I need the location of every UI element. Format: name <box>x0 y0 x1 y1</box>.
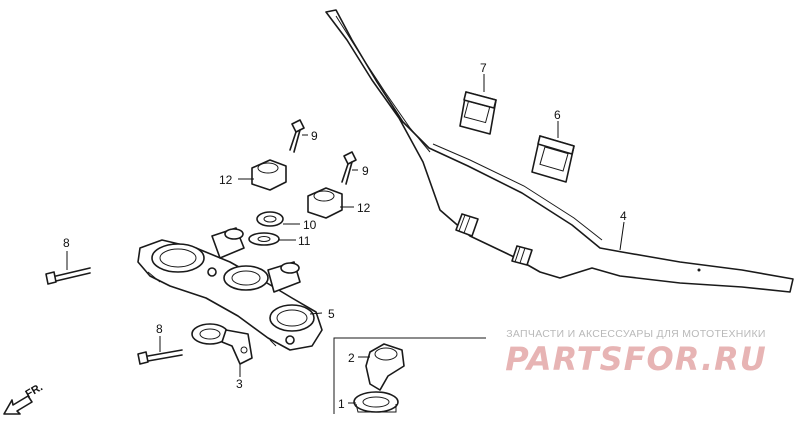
callout-11: 11 <box>298 234 311 248</box>
bolt-9-lower-part[interactable] <box>341 151 357 185</box>
callout-5: 5 <box>328 307 335 321</box>
callout-10: 10 <box>303 218 317 232</box>
label-6-part[interactable] <box>531 135 575 183</box>
bolt-9-upper-part[interactable] <box>289 119 305 153</box>
callout-12-right: 12 <box>357 201 371 215</box>
bolt-8-lower-part[interactable] <box>137 349 183 365</box>
inset-frame <box>333 337 486 414</box>
holder-2-part[interactable] <box>365 343 405 391</box>
callout-8-left: 8 <box>63 236 70 250</box>
callout-3: 3 <box>236 377 243 391</box>
washer-10-part[interactable] <box>256 211 284 227</box>
watermark: ЗАПЧАСТИ И АКСЕССУАРЫ ДЛЯ МОТОТЕХНИКИ PA… <box>486 328 786 377</box>
top-bridge-part[interactable] <box>137 227 323 351</box>
label-7-part[interactable] <box>459 91 497 135</box>
callout-8-lower: 8 <box>156 322 163 336</box>
bolt-8-left-part[interactable] <box>45 267 91 285</box>
watermark-caption: ЗАПЧАСТИ И АКСЕССУАРЫ ДЛЯ МОТОТЕХНИКИ <box>506 328 766 340</box>
front-direction-indicator: FR. <box>3 381 45 415</box>
front-arrow-icon <box>3 395 33 415</box>
callout-9-lower: 9 <box>362 164 369 178</box>
handlebar-part[interactable] <box>325 9 794 293</box>
clamp-3-part[interactable] <box>191 323 253 365</box>
watermark-logo: PARTSFOR.RU <box>505 340 767 378</box>
front-label: FR. <box>24 381 45 400</box>
callout-12-left: 12 <box>219 173 233 187</box>
callout-6: 6 <box>554 108 561 122</box>
grip-collar-1-part[interactable] <box>353 391 399 413</box>
washer-11-part[interactable] <box>248 232 280 246</box>
callout-1: 1 <box>338 397 345 411</box>
leader-lines <box>66 74 625 404</box>
callout-7: 7 <box>480 61 487 75</box>
callout-9-upper: 9 <box>311 129 318 143</box>
callout-2: 2 <box>348 351 355 365</box>
callout-4: 4 <box>620 209 627 223</box>
holder-12-right-part[interactable] <box>307 187 343 219</box>
holder-12-left-part[interactable] <box>251 159 287 191</box>
